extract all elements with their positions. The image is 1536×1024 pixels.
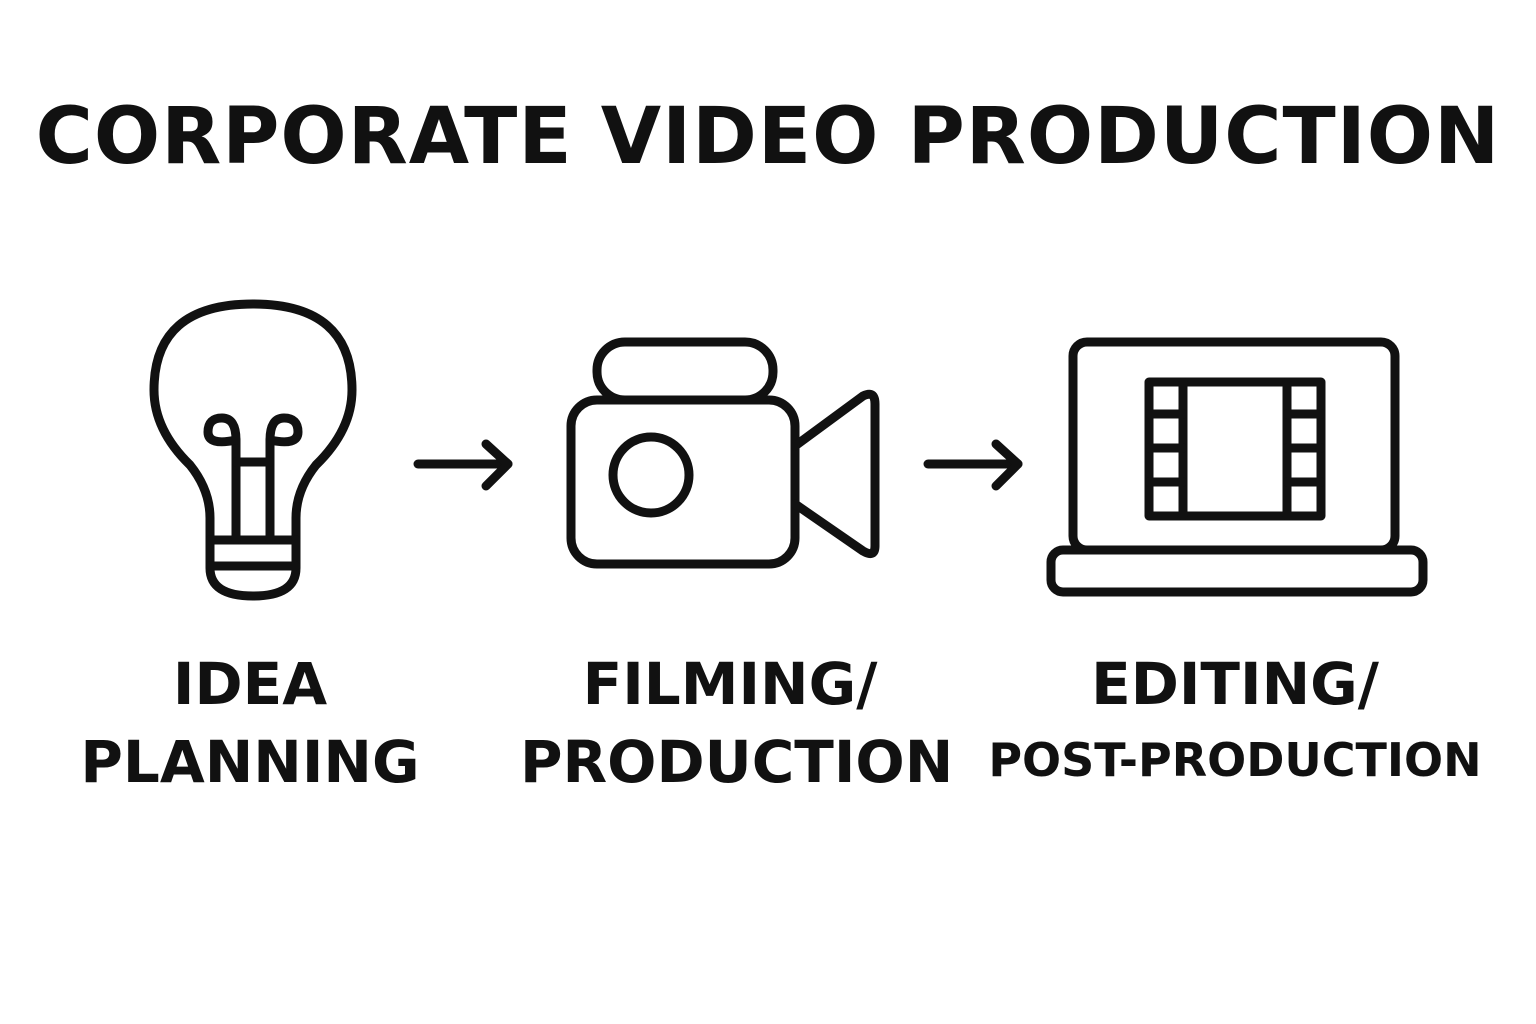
step-label-line: IDEA	[172, 650, 328, 718]
lightbulb-icon	[140, 290, 370, 610]
step-label-idea-planning: IDEA PLANNING	[60, 655, 440, 791]
step-label-filming-production: FILMING/ PRODUCTION	[520, 650, 954, 796]
laptop-film-icon	[1045, 336, 1430, 598]
step-label-editing-post-production: EDITING/ POST-PRODUCTION	[980, 655, 1490, 783]
step-label-line: POST-PRODUCTION	[988, 733, 1482, 787]
step-label-line: PRODUCTION	[520, 728, 954, 796]
step-label-line: EDITING/	[1091, 650, 1379, 718]
page-title: CORPORATE VIDEO PRODUCTION	[35, 92, 1501, 182]
step-label-line: FILMING/	[582, 650, 878, 718]
arrow-right-icon	[920, 436, 1030, 496]
arrow-right-icon	[410, 436, 520, 496]
video-camera-icon	[565, 336, 885, 571]
step-label-line: PLANNING	[80, 728, 420, 796]
